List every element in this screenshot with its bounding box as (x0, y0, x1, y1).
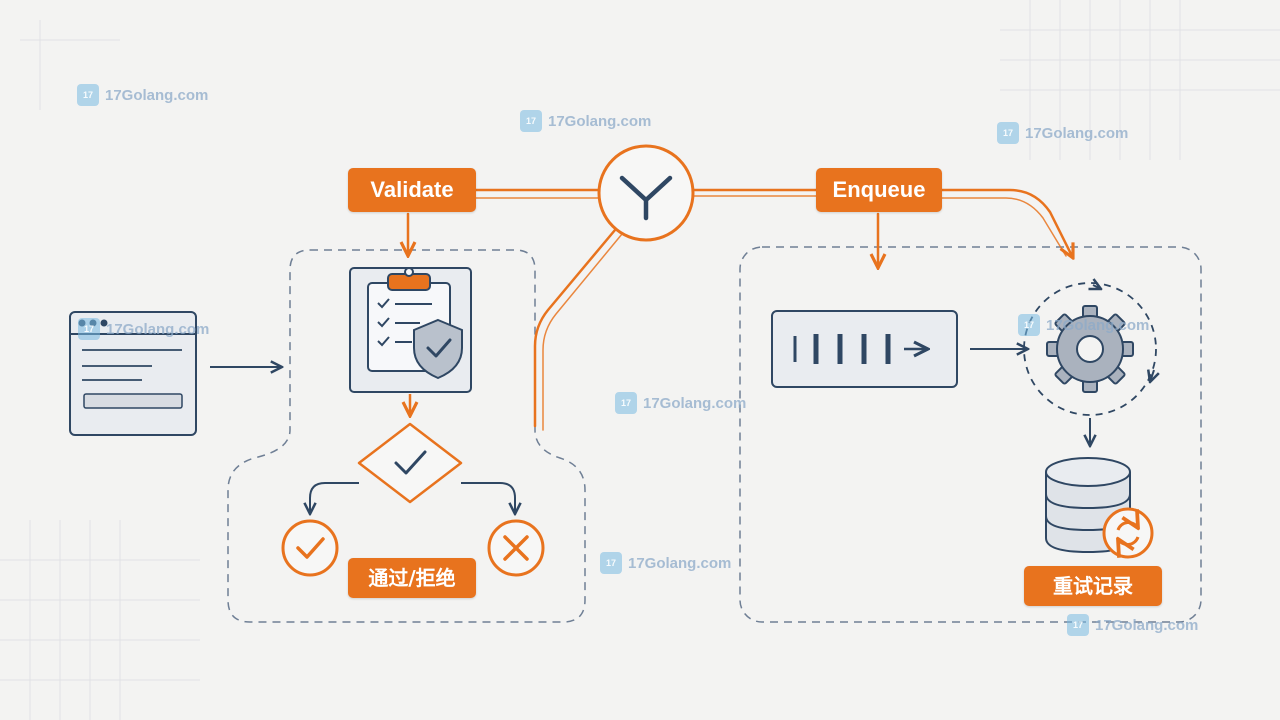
watermark: 17 17Golang.com (1067, 614, 1198, 636)
watermark-logo-icon: 17 (77, 84, 99, 106)
browser-window-icon (69, 311, 197, 436)
gear-icon (1023, 283, 1156, 416)
watermark-text: 17Golang.com (548, 112, 652, 130)
watermark-text: 17Golang.com (628, 554, 732, 572)
main-flow-lines (408, 188, 1073, 431)
merge-hub-icon (597, 144, 695, 242)
watermark-logo-icon: 17 (520, 110, 542, 132)
watermark-text: 17Golang.com (1025, 124, 1129, 142)
decision-diamond-icon (357, 422, 463, 504)
queue-group-boundary (739, 246, 1202, 623)
watermark: 17 17Golang.com (600, 552, 731, 574)
watermark-text: 17Golang.com (1095, 616, 1199, 634)
watermark-text: 17Golang.com (643, 394, 747, 412)
enqueue-label: Enqueue (816, 168, 942, 212)
watermark-text: 17Golang.com (105, 86, 209, 104)
validation-group-boundary (227, 249, 586, 623)
watermark-logo-icon: 17 (1067, 614, 1089, 636)
watermark-logo-icon: 17 (600, 552, 622, 574)
decision-branch-pass (310, 482, 359, 514)
queue-icon (771, 310, 958, 388)
watermark-logo-icon: 17 (615, 392, 637, 414)
reject-icon (487, 519, 545, 577)
pass-reject-label: 通过/拒绝 (348, 558, 476, 598)
watermark: 17 17Golang.com (1018, 314, 1149, 336)
database-retry-icon (1045, 457, 1154, 559)
watermark-text: 17Golang.com (106, 320, 210, 338)
watermark-text: 17Golang.com (1046, 316, 1150, 334)
validate-label: Validate (348, 168, 476, 212)
watermark-logo-icon: 17 (78, 318, 100, 340)
decision-branch-reject (461, 482, 515, 514)
watermark-logo-icon: 17 (997, 122, 1019, 144)
watermark: 17 17Golang.com (78, 318, 209, 340)
watermark: 17 17Golang.com (997, 122, 1128, 144)
watermark-logo-icon: 17 (1018, 314, 1040, 336)
watermark: 17 17Golang.com (615, 392, 746, 414)
watermark: 17 17Golang.com (77, 84, 208, 106)
retry-log-label: 重试记录 (1024, 566, 1162, 606)
watermark: 17 17Golang.com (520, 110, 651, 132)
approve-icon (281, 519, 339, 577)
clipboard-shield-icon (349, 267, 472, 393)
